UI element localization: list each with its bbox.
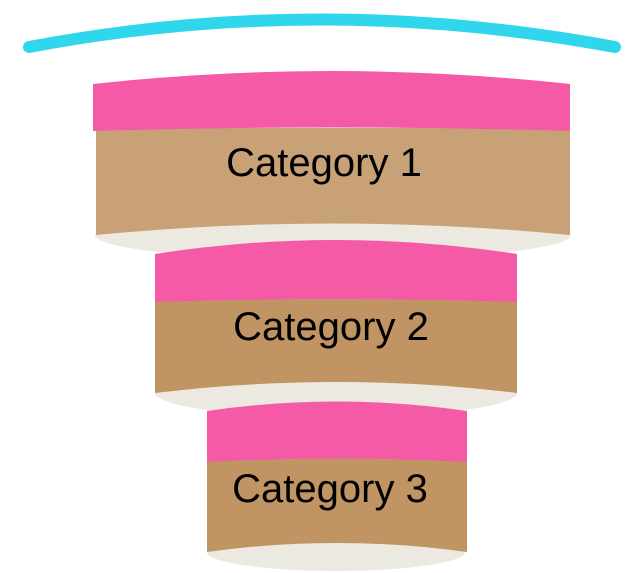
tier-2-label: Category 2	[233, 305, 429, 349]
tier-1: Category 1	[93, 71, 571, 260]
tier-1-band	[93, 71, 570, 131]
tier-3-label: Category 3	[232, 467, 428, 511]
tier-3-body	[207, 458, 467, 552]
tier-3: Category 3	[207, 401, 467, 571]
tier-1-label: Category 1	[226, 141, 422, 185]
tier-2-body	[155, 296, 517, 393]
tier-2: Category 2	[155, 240, 517, 417]
tier-3-band	[207, 401, 467, 462]
funnel-rim	[23, 13, 621, 53]
tier-2-band	[155, 240, 517, 302]
tier-1-body	[96, 128, 570, 235]
